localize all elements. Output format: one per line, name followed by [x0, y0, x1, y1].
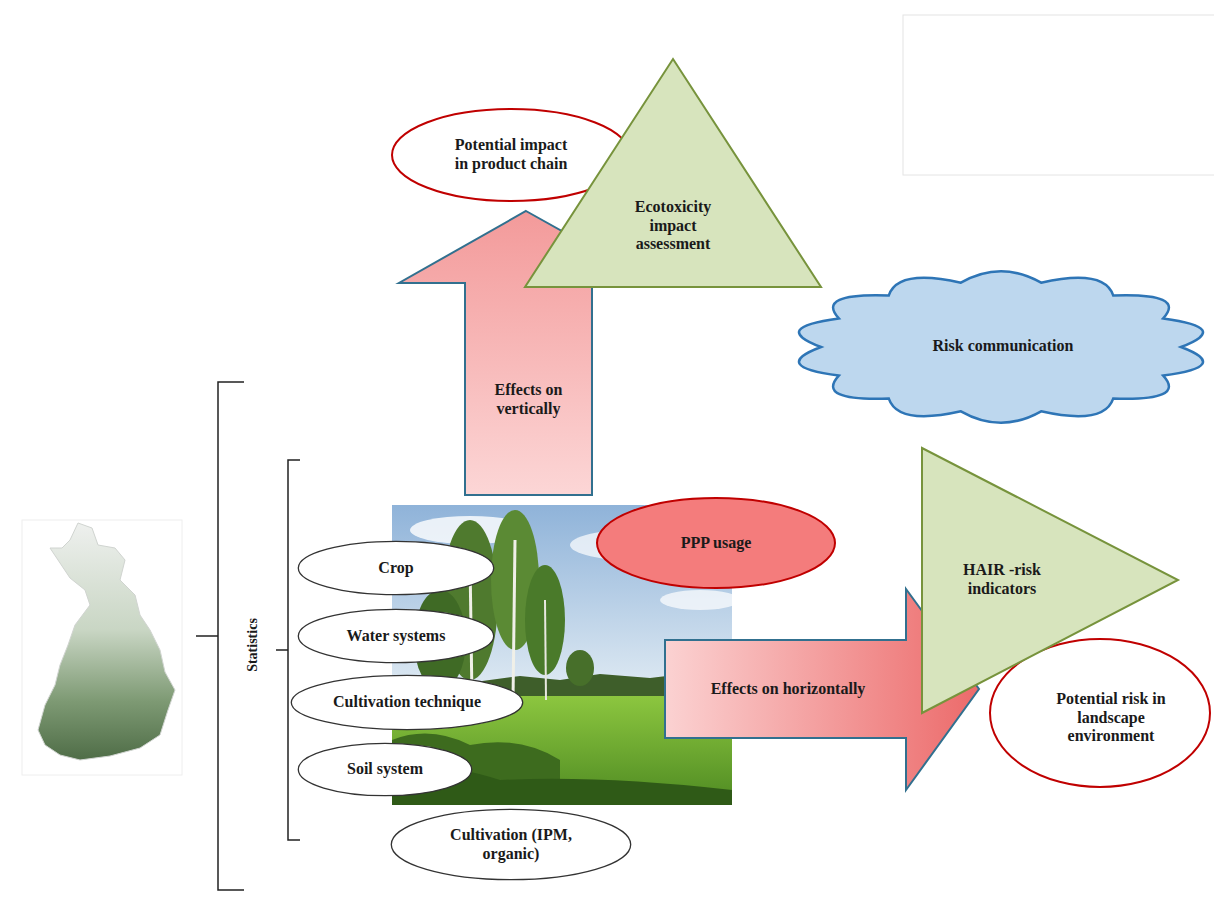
text-area: Potential impact in product chain	[450, 117, 572, 193]
text-area: Cultivation technique	[298, 680, 516, 725]
finland-map	[38, 523, 175, 760]
node-text: Potential risk in landscape environment	[1043, 690, 1179, 747]
usage-ellipse: PPP usage	[595, 496, 837, 590]
text-area: Effects on vertically	[470, 350, 587, 450]
node-text: Crop	[312, 559, 480, 578]
text-area: Cultivation (IPM, organic)	[426, 814, 596, 875]
node-text: Cultivation (IPM, organic)	[426, 826, 596, 864]
outer-bracket	[196, 382, 244, 890]
communication-cloud: Risk communication	[788, 256, 1214, 438]
text-area: Soil system	[309, 748, 461, 791]
text-area: Effects on horizontally	[674, 658, 902, 720]
assessment-triangle-shape	[524, 58, 822, 288]
text-area: Ecotoxicity impact assessment	[618, 176, 728, 276]
node-text: Potential impact in product chain	[450, 136, 572, 174]
text-area: Potential risk in landscape environment	[1043, 665, 1179, 771]
horizontal-arrow-outline	[665, 589, 979, 790]
factor-ellipse: Water systems	[297, 608, 495, 664]
text-area: Crop	[312, 546, 480, 590]
node-text: Effects on vertically	[470, 381, 587, 419]
factor-ellipse: Soil system	[297, 742, 473, 797]
node-text: Soil system	[309, 760, 461, 779]
cultivation-ellipse-outline	[391, 809, 630, 879]
node-text: PPP usage	[655, 534, 777, 553]
factor-ellipse-outline	[298, 743, 471, 795]
inner-bracket	[276, 460, 300, 840]
factor-ellipse-outline	[298, 609, 493, 662]
indicator-triangle: HAIR -risk indicators	[921, 447, 1179, 715]
node-text: Risk communication	[878, 337, 1128, 356]
node-text: HAIR -risk indicators	[937, 561, 1067, 599]
text-area: Risk communication	[878, 316, 1128, 376]
text-area: PPP usage	[655, 508, 777, 578]
node-text: Water systems	[312, 627, 480, 646]
risk-ellipse-outline	[990, 639, 1210, 787]
bracket-label: Statistics	[245, 618, 261, 672]
text-area: Water systems	[312, 614, 480, 658]
indicator-triangle-shape	[921, 447, 1179, 715]
blank-panel	[903, 15, 1214, 175]
communication-cloud-outline	[799, 271, 1203, 422]
factor-ellipse: Cultivation technique	[290, 674, 524, 731]
cultivation-ellipse: Cultivation (IPM, organic)	[390, 808, 632, 881]
map-frame	[22, 520, 182, 775]
assessment-triangle-outline	[525, 59, 821, 287]
factor-ellipse-outline	[291, 675, 522, 729]
assessment-triangle: Ecotoxicity impact assessment	[524, 58, 822, 288]
factor-ellipse: Crop	[297, 540, 495, 596]
text-area: HAIR -risk indicators	[937, 549, 1067, 611]
vertical-arrow-outline	[399, 211, 655, 495]
node-text: Ecotoxicity impact assessment	[618, 198, 728, 255]
factor-ellipse-outline	[298, 541, 493, 594]
node-text: Effects on horizontally	[674, 680, 902, 699]
node-text: Cultivation technique	[298, 693, 516, 712]
usage-ellipse-outline	[597, 498, 835, 588]
